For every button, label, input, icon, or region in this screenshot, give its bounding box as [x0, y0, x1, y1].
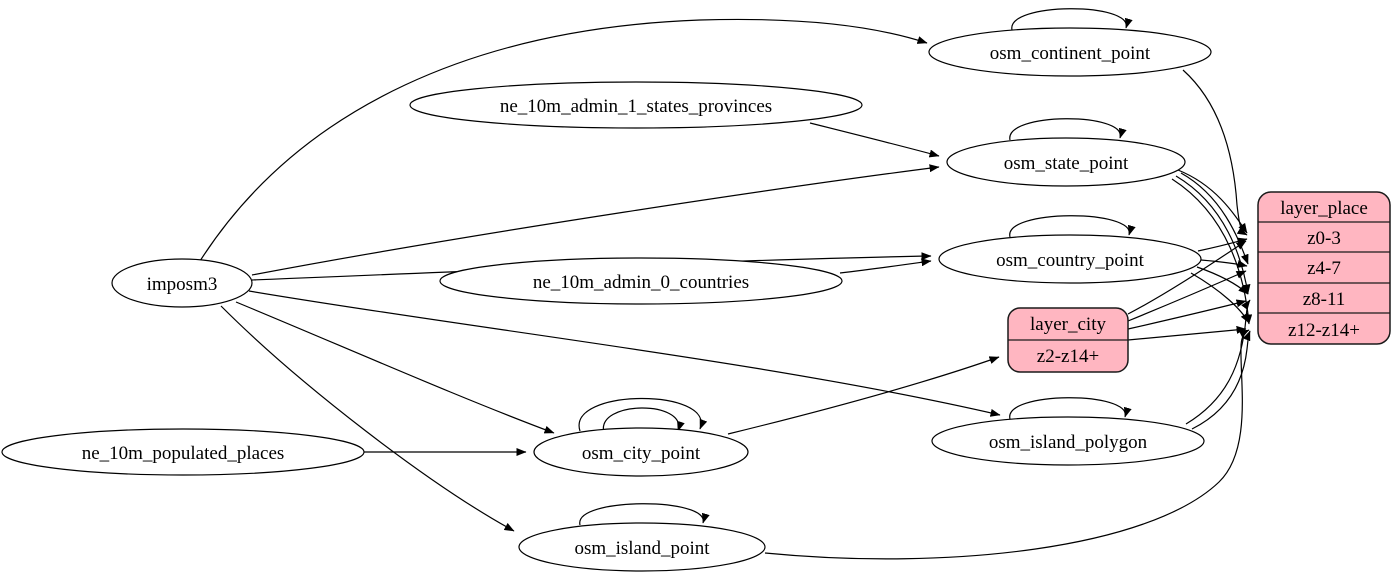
edge-osm_island_point-layer_place-z12-z14 [764, 329, 1250, 560]
edge-imposm3-osm_island_polygon [248, 290, 1001, 417]
ne_10m_admin_1_states_provinces-ellipse [409, 81, 863, 129]
edge-osm_state_point-layer_place-z8-11 [1175, 175, 1251, 295]
edge-layer_city-layer_place-z12-z14 [1127, 325, 1247, 341]
osm_state_point-label: osm_state_point [1004, 153, 1129, 174]
node-osm_island_polygon: osm_island_polygon [931, 416, 1205, 466]
osm_continent_point-label: osm_continent_point [990, 43, 1151, 64]
layer_place-row-z8-11: z8-11 [1303, 289, 1346, 310]
edge-self-osm_country_point [1009, 215, 1136, 238]
edge-imposm3-osm_state_point [251, 164, 940, 276]
node-osm_city_point: osm_city_point [533, 427, 749, 477]
edge-self-osm_island_point [579, 503, 710, 526]
node-layer_city: layer_city z2-z14+ [1007, 307, 1129, 373]
layer_city-row-z2-z14: z2-z14+ [1037, 346, 1099, 367]
edge-osm_island_polygon-layer_place-z8-11 [1185, 299, 1251, 425]
osm_city_point-label: osm_city_point [582, 443, 701, 464]
ne_10m_populated_places-ellipse [1, 428, 365, 476]
node-ne_10m_admin_1_states_provinces: ne_10m_admin_1_states_provinces [409, 81, 863, 129]
osm_state_point-ellipse [946, 137, 1186, 187]
layer_city-title: layer_city [1030, 314, 1106, 335]
ne_10m_admin_1_states_provinces-label: ne_10m_admin_1_states_provinces [500, 96, 772, 117]
edge-osm_country_point-layer_place-z4-7 [1200, 259, 1248, 268]
ne_10m_admin_0_countries-ellipse [439, 257, 843, 305]
edge-osm_state_point-layer_place-z0-3 [1177, 169, 1248, 234]
node-osm_island_point: osm_island_point [518, 522, 766, 572]
osm_island_polygon-ellipse [931, 416, 1205, 466]
osm_country_point-label: osm_country_point [996, 250, 1144, 271]
osm_island_point-ellipse [518, 522, 766, 572]
osm_city_point-ellipse [533, 427, 749, 477]
node-osm_state_point: osm_state_point [946, 137, 1186, 187]
edge-self-osm_state_point [1009, 118, 1127, 141]
ne_10m_admin_0_countries-label: ne_10m_admin_0_countries [533, 272, 749, 293]
edge-layer_city-layer_place-z0-3 [1127, 240, 1247, 315]
edge-osm_country_point-layer_place-z8-11 [1196, 266, 1249, 295]
layer_place-box [1257, 191, 1391, 345]
layer_place-row-z12-z14: z12-z14+ [1288, 320, 1360, 341]
edge-imposm3-osm_island_point [220, 305, 515, 532]
ne_10m_populated_places-label: ne_10m_populated_places [82, 443, 285, 464]
edge-layer_city-layer_place-z8-11 [1127, 299, 1247, 330]
osm_island_point-label: osm_island_point [574, 538, 710, 559]
layer_place-title: layer_place [1280, 198, 1368, 219]
edge-self-osm_continent_point [1011, 8, 1133, 31]
node-layer_place: layer_place z0-3 z4-7 z8-11 z12-z14+ [1257, 191, 1391, 345]
layer_place-row-z0-3: z0-3 [1307, 228, 1341, 249]
edges-group [199, 8, 1253, 560]
edge-self-osm_island_polygon [1009, 397, 1132, 420]
osm_country_point-ellipse [938, 234, 1202, 284]
edge-osm_city_point-layer_city-z2-z14 [727, 356, 1000, 435]
edge-osm_country_point-layer_place-z0-3 [1197, 237, 1248, 252]
edge-ne_10m_admin_1_states_provinces-osm_state_point [809, 122, 940, 158]
edge-osm_country_point-layer_place-z12-z14 [1190, 272, 1250, 324]
edge-osm_state_point-layer_place-z4-7 [1180, 172, 1249, 265]
edge-imposm3-osm_continent_point [199, 18, 928, 262]
node-osm_continent_point: osm_continent_point [928, 27, 1212, 77]
edge-layer_city-layer_place-z4-7 [1127, 270, 1247, 322]
imposm3-label: imposm3 [147, 274, 218, 295]
imposm3-ellipse [111, 258, 253, 308]
osm_continent_point-ellipse [928, 27, 1212, 77]
edge-self-inner-osm_city_point [603, 407, 685, 434]
node-osm_country_point: osm_country_point [938, 234, 1202, 284]
edge-self-outer-osm_city_point [578, 397, 708, 432]
node-imposm3: imposm3 [111, 258, 253, 308]
edge-ne_10m_admin_0_countries-osm_country_point [839, 258, 932, 274]
edge-imposm3-osm_city_point [235, 301, 555, 434]
node-ne_10m_populated_places: ne_10m_populated_places [1, 428, 365, 476]
layer_place-row-z4-7: z4-7 [1307, 258, 1341, 279]
node-ne_10m_admin_0_countries: ne_10m_admin_0_countries [439, 257, 843, 305]
osm_island_polygon-label: osm_island_polygon [989, 432, 1148, 453]
